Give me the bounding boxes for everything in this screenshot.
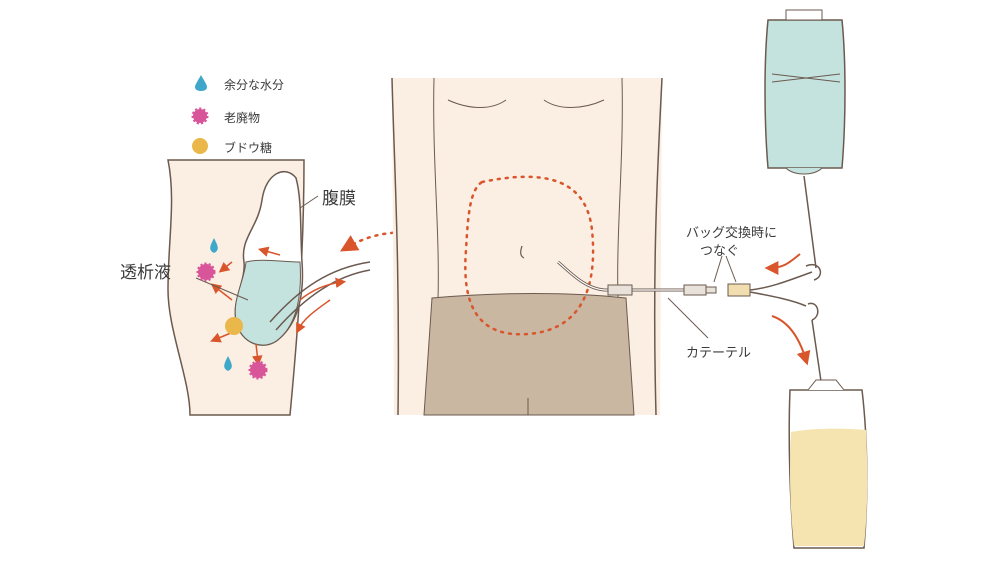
catheter-label: カテーテル bbox=[686, 346, 752, 361]
dialysate-fluid bbox=[234, 259, 301, 346]
glucose-dot-icon bbox=[225, 317, 243, 335]
abdomen-cross-section bbox=[167, 159, 371, 416]
drainage-bag bbox=[771, 302, 868, 549]
connect-note-line1: バッグ交換時に bbox=[686, 226, 778, 241]
dialysate-label: 透析液 bbox=[120, 263, 171, 283]
peritoneum-label: 腹膜 bbox=[322, 189, 356, 209]
catheter-connector bbox=[607, 255, 813, 339]
legend-label-waste: 老廃物 bbox=[224, 111, 261, 125]
water-drop-icon bbox=[224, 356, 232, 371]
torso bbox=[391, 77, 690, 416]
glucose-dot-icon bbox=[192, 138, 208, 154]
waste-particle-icon bbox=[191, 107, 209, 125]
peritoneum-region-outline bbox=[464, 175, 595, 336]
waste-particle-icon bbox=[248, 360, 268, 380]
water-drop-icon bbox=[195, 75, 207, 91]
shorts bbox=[423, 293, 635, 416]
waste-particle-icon bbox=[196, 262, 216, 282]
legend-label-water: 余分な水分 bbox=[224, 78, 285, 92]
connect-note-line2: つなぐ bbox=[700, 244, 740, 259]
legend-label-glucose: ブドウ糖 bbox=[224, 141, 273, 155]
dialysate-supply-bag bbox=[764, 9, 846, 281]
water-drop-icon bbox=[210, 238, 218, 253]
